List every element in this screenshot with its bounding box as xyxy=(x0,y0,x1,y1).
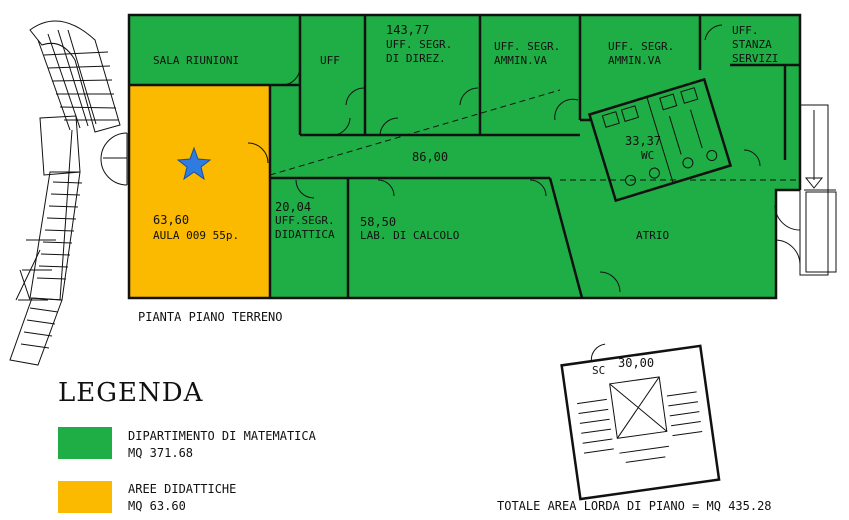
room-label-wc: WC xyxy=(641,149,654,162)
total-area: TOTALE AREA LORDA DI PIANO = MQ 435.28 xyxy=(497,499,772,513)
room-label-segr-didattica-2: DIDATTICA xyxy=(275,228,335,241)
room-label-segr-direz-1: UFF. SEGR. xyxy=(386,38,452,51)
entrance-door xyxy=(100,132,128,186)
room-label-atrio: ATRIO xyxy=(636,229,669,242)
room-area-lab: 58,50 xyxy=(360,215,396,229)
room-label-sala-riunioni: SALA RIUNIONI xyxy=(153,54,239,67)
legend-label-teaching: AREE DIDATTICHE xyxy=(128,482,236,496)
star-icon[interactable] xyxy=(176,146,212,181)
room-area-stair-tower: 30,00 xyxy=(618,356,654,370)
room-area-segr-direz: 143,77 xyxy=(386,23,429,37)
wc-block xyxy=(587,77,733,203)
legend-value-teaching: MQ 63.60 xyxy=(128,499,186,513)
room-area-wc: 33,37 xyxy=(625,134,661,148)
room-label-segr-direz-2: DI DIREZ. xyxy=(386,52,446,65)
room-label-servizi-2: STANZA xyxy=(732,38,772,51)
legend: LEGENDA DIPARTIMENTO DI MATEMATICA MQ 37… xyxy=(58,378,317,513)
external-staircase xyxy=(9,20,121,366)
room-area-segr-didattica: 20,04 xyxy=(275,200,311,214)
room-label-uff: UFF xyxy=(320,54,340,67)
side-ramp xyxy=(799,104,837,276)
room-label-segr-ammin-1-b: AMMIN.VA xyxy=(494,54,547,67)
room-label-segr-ammin-1-a: UFF. SEGR. xyxy=(494,40,560,53)
building-ground-floor xyxy=(127,13,802,300)
legend-value-department: MQ 371.68 xyxy=(128,446,193,460)
stair-tower xyxy=(560,343,721,501)
room-label-segr-ammin-2-b: AMMIN.VA xyxy=(608,54,661,67)
teaching-area-aula xyxy=(129,85,270,298)
room-area-corridor: 86,00 xyxy=(412,150,448,164)
plan-caption: PIANTA PIANO TERRENO xyxy=(138,310,283,324)
legend-swatch-teaching xyxy=(58,481,112,513)
room-label-segr-didattica-1: UFF.SEGR. xyxy=(275,214,335,227)
legend-swatch-department xyxy=(58,427,112,459)
room-code-stair-tower: SC xyxy=(592,364,605,377)
room-label-lab: LAB. DI CALCOLO xyxy=(360,229,459,242)
legend-title: LEGENDA xyxy=(58,378,204,408)
room-label-servizi-1: UFF. xyxy=(732,24,759,37)
room-label-servizi-3: SERVIZI xyxy=(732,52,778,65)
legend-label-department: DIPARTIMENTO DI MATEMATICA xyxy=(128,429,317,443)
room-area-aula: 63,60 xyxy=(153,213,189,227)
room-label-aula: AULA 009 55p. xyxy=(153,229,239,242)
room-label-segr-ammin-2-a: UFF. SEGR. xyxy=(608,40,674,53)
